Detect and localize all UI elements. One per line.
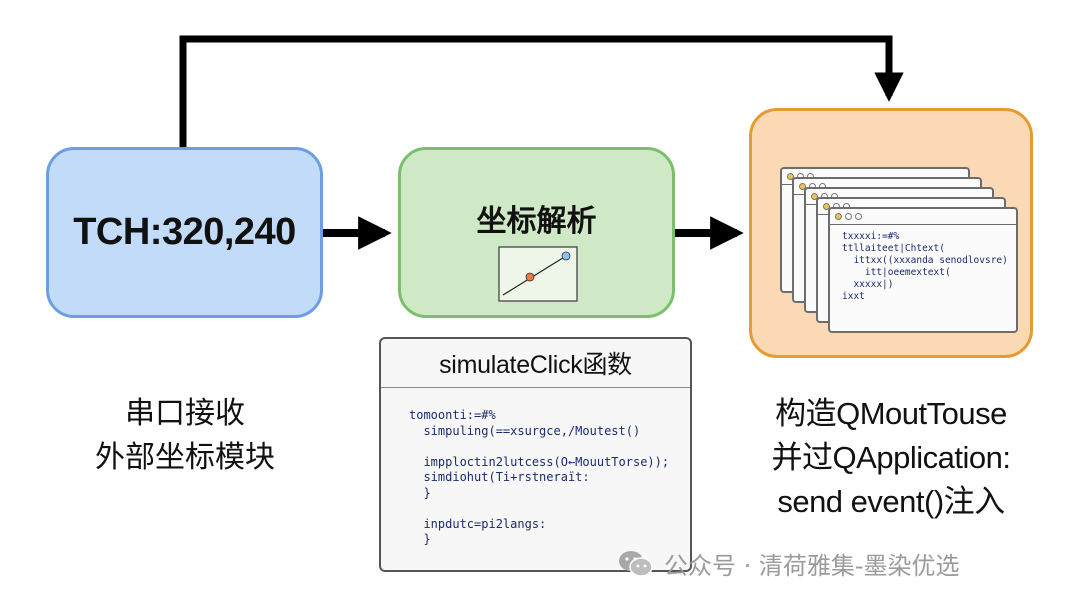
window-button-icon bbox=[799, 183, 806, 190]
caption-serial-receive: 串口接收 外部坐标模块 bbox=[60, 392, 310, 480]
serial-input-node: TCH:320,240 bbox=[46, 147, 323, 318]
caption-line: 外部坐标模块 bbox=[95, 440, 275, 475]
window-button-icon bbox=[835, 213, 842, 220]
caption-line: 并过QApplication: bbox=[771, 440, 1011, 475]
code-card-title: simulateClick函数 bbox=[381, 339, 690, 388]
code-card-body: tomoonti:=#% simpuling(==xsurgce,/Moutes… bbox=[409, 408, 670, 546]
watermark-text: 公众号 · 清荷雅集-墨染优选 bbox=[664, 552, 960, 580]
window-button-icon bbox=[823, 203, 830, 210]
caption-line: send event()注入 bbox=[777, 484, 1005, 519]
input-value: TCH:320,240 bbox=[73, 211, 296, 253]
simulate-click-code-card: simulateClick函数 tomoonti:=#% simpuling(=… bbox=[379, 337, 692, 572]
caption-line: 串口接收 bbox=[125, 396, 245, 431]
coordinate-graph-icon bbox=[498, 246, 578, 302]
caption-line: 构造QMoutTouse bbox=[775, 396, 1007, 431]
feedback-arrow bbox=[179, 35, 904, 147]
window-button-icon bbox=[855, 213, 862, 220]
window-titlebar bbox=[830, 209, 1016, 225]
coordinate-parse-node: 坐标解析 bbox=[398, 147, 675, 318]
window-code: txxxxi:=#% ttllaiteet|Chtext( ittxx((xxx… bbox=[842, 231, 1008, 302]
window-button-icon bbox=[811, 193, 818, 200]
wechat-icon bbox=[619, 550, 653, 577]
caption-event-inject: 构造QMoutTouse 并过QApplication: send event(… bbox=[738, 392, 1044, 524]
watermark: 公众号 · 清荷雅集-墨染优选 bbox=[618, 546, 960, 581]
qmouse-event-builder-node: txxxxi:=#% ttllaiteet|Chtext( ittxx((xxx… bbox=[749, 108, 1033, 358]
window-button-icon bbox=[787, 173, 794, 180]
window-button-icon bbox=[845, 213, 852, 220]
parse-title: 坐标解析 bbox=[476, 204, 597, 239]
event-window-card: txxxxi:=#% ttllaiteet|Chtext( ittxx((xxx… bbox=[828, 207, 1018, 333]
